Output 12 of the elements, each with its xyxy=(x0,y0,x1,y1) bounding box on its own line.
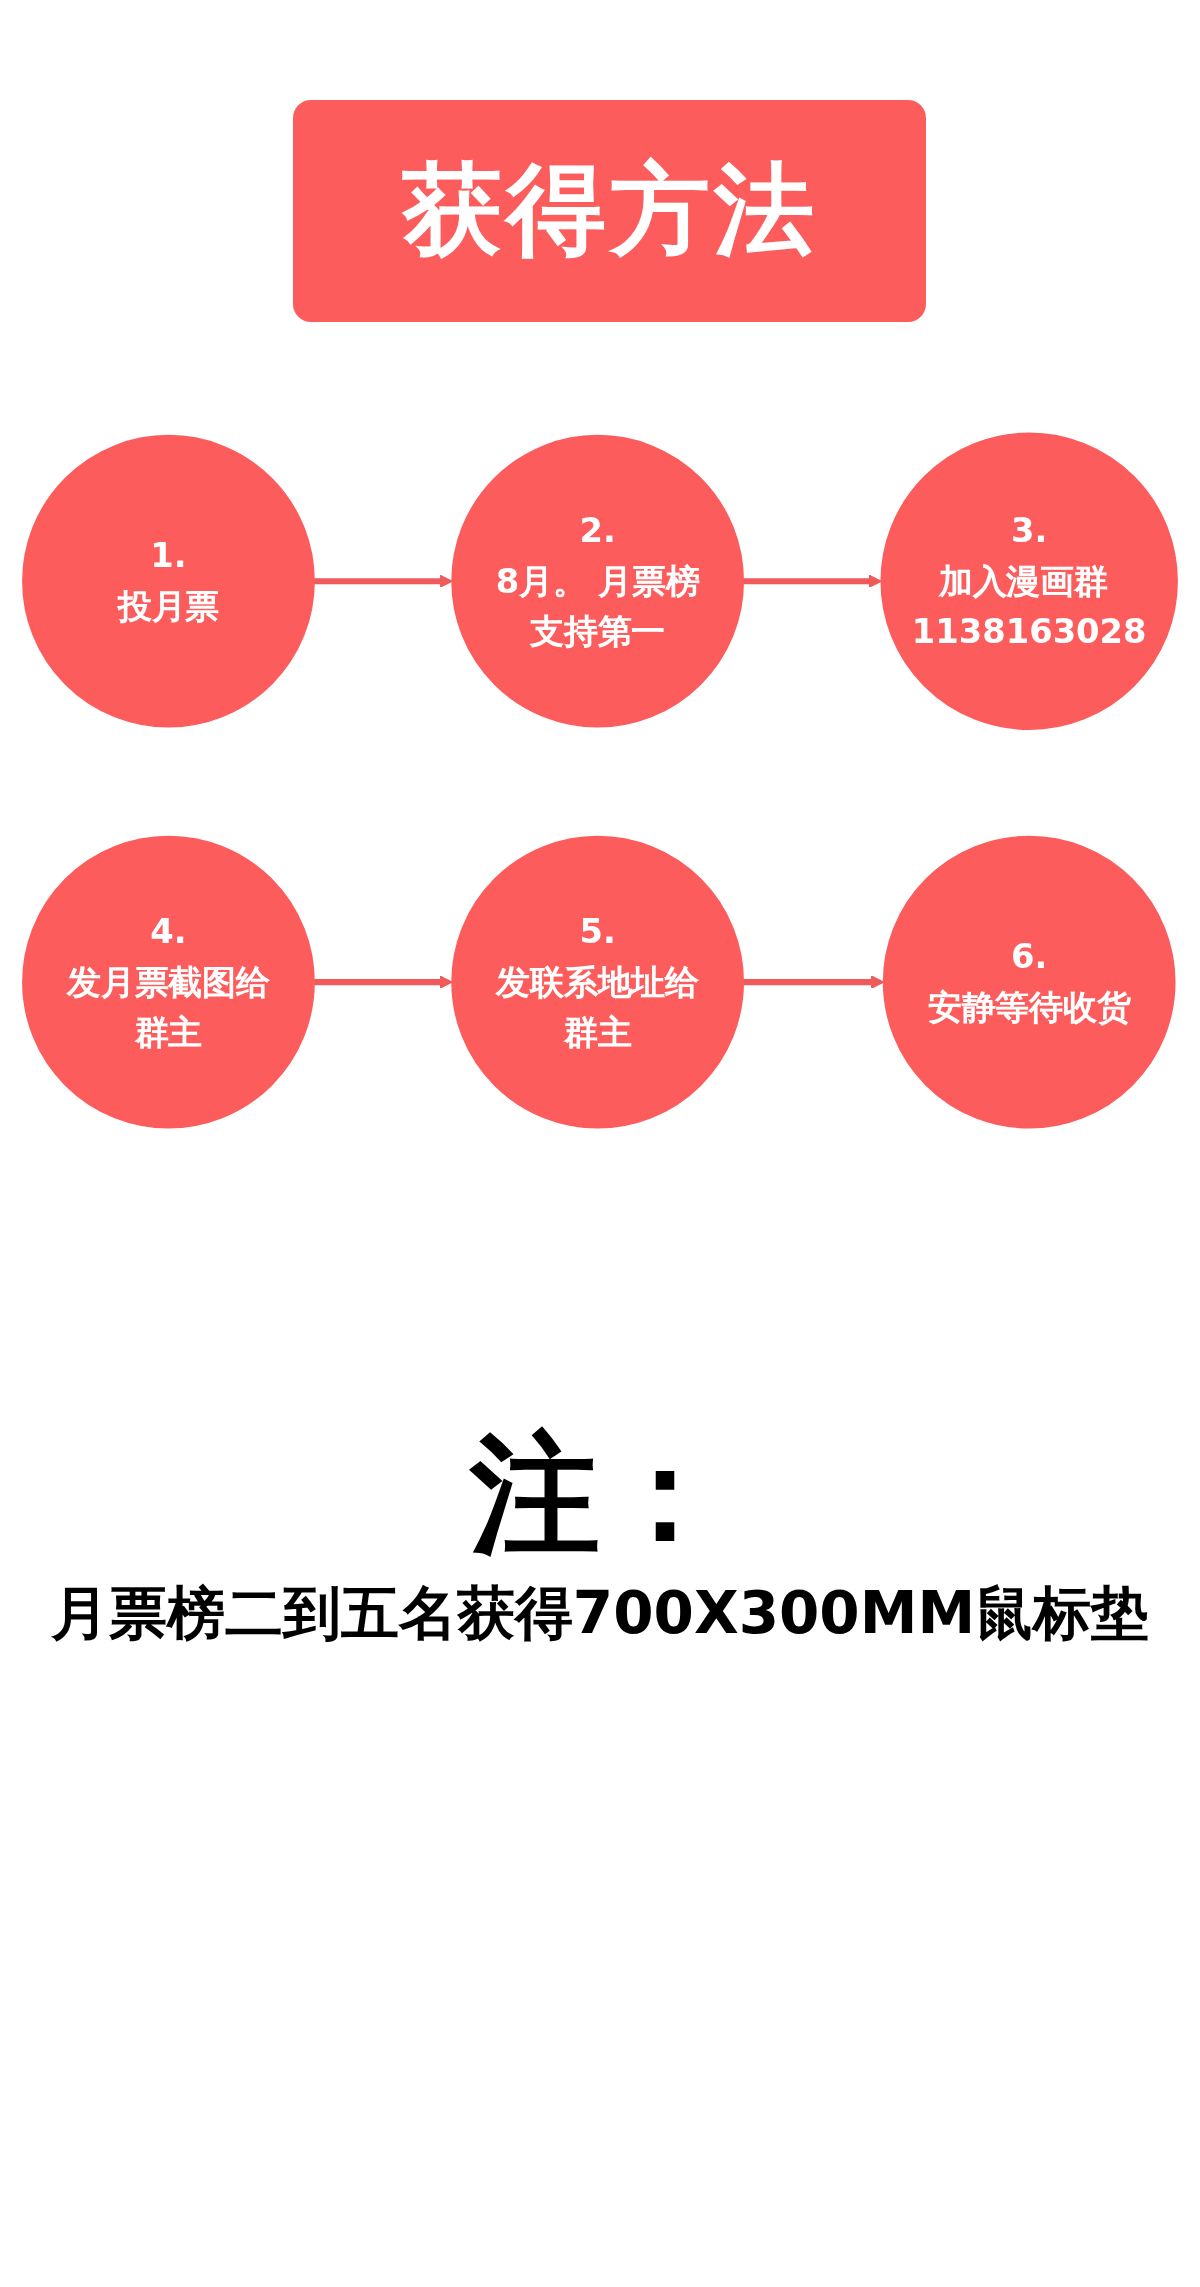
arrow xyxy=(314,974,453,989)
step-circle: 5. 发联系地址给群主 xyxy=(451,835,745,1128)
step-circle: 4. 发月票截图给群主 xyxy=(22,835,315,1128)
step-circle: 1. 投月票 xyxy=(22,434,315,728)
title-banner: 获得方法 xyxy=(293,100,926,322)
step-circle: 6. 安静等待收货 xyxy=(882,835,1176,1128)
step-circle: 3. 加入漫画群 1138163028 xyxy=(880,432,1178,730)
note-text: 月票榜二到五名获得700X300MM鼠标垫 xyxy=(50,1577,1150,1649)
arrow xyxy=(743,574,882,588)
step-circle: 2. 8月。 月票榜支持第一 xyxy=(451,434,745,728)
note-heading: 注： xyxy=(470,1420,730,1570)
arrow xyxy=(314,574,453,588)
